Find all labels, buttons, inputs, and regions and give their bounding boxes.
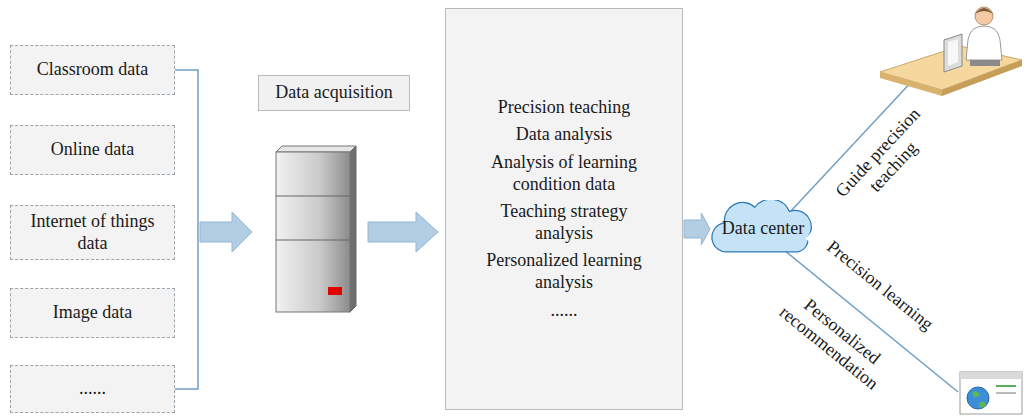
box-text: ...... — [79, 378, 106, 400]
process-box: Data acquisition — [258, 75, 410, 111]
box-text: ...... — [551, 300, 578, 322]
data-center-cloud: Data center — [708, 200, 818, 258]
box-text: Internet of things data — [17, 211, 168, 254]
data-source-box: Classroom data — [10, 45, 175, 95]
server-icon — [276, 146, 356, 312]
analysis-box: Precision teachingData analysisAnalysis … — [445, 8, 683, 410]
box-text: Data acquisition — [275, 82, 392, 104]
box-heading: Precision teaching — [498, 97, 630, 119]
flow-arrow — [368, 212, 438, 252]
box-text: Image data — [53, 302, 132, 324]
box-text: Data center — [722, 218, 804, 240]
flow-arrow — [200, 212, 252, 252]
line-label: Personalized recommendation — [772, 283, 898, 396]
line-label: Guide precision teaching — [822, 95, 947, 225]
data-source-box: Internet of things data — [10, 205, 175, 260]
cloud-shape — [712, 200, 811, 252]
browser-icon — [960, 372, 1022, 414]
box-text: Online data — [51, 139, 134, 161]
source-bracket — [175, 70, 198, 389]
box-text: Teaching strategy analysis — [472, 201, 657, 244]
box-text: Classroom data — [37, 59, 148, 81]
box-text: Data analysis — [516, 124, 612, 146]
flow-arrow — [684, 213, 710, 245]
box-text: Analysis of learning condition data — [472, 152, 657, 195]
teacher-icon — [880, 7, 1022, 96]
data-source-box: Online data — [10, 125, 175, 175]
data-source-box: ...... — [10, 365, 175, 413]
data-source-box: Image data — [10, 288, 175, 338]
box-text: Personalized learning analysis — [472, 250, 657, 293]
